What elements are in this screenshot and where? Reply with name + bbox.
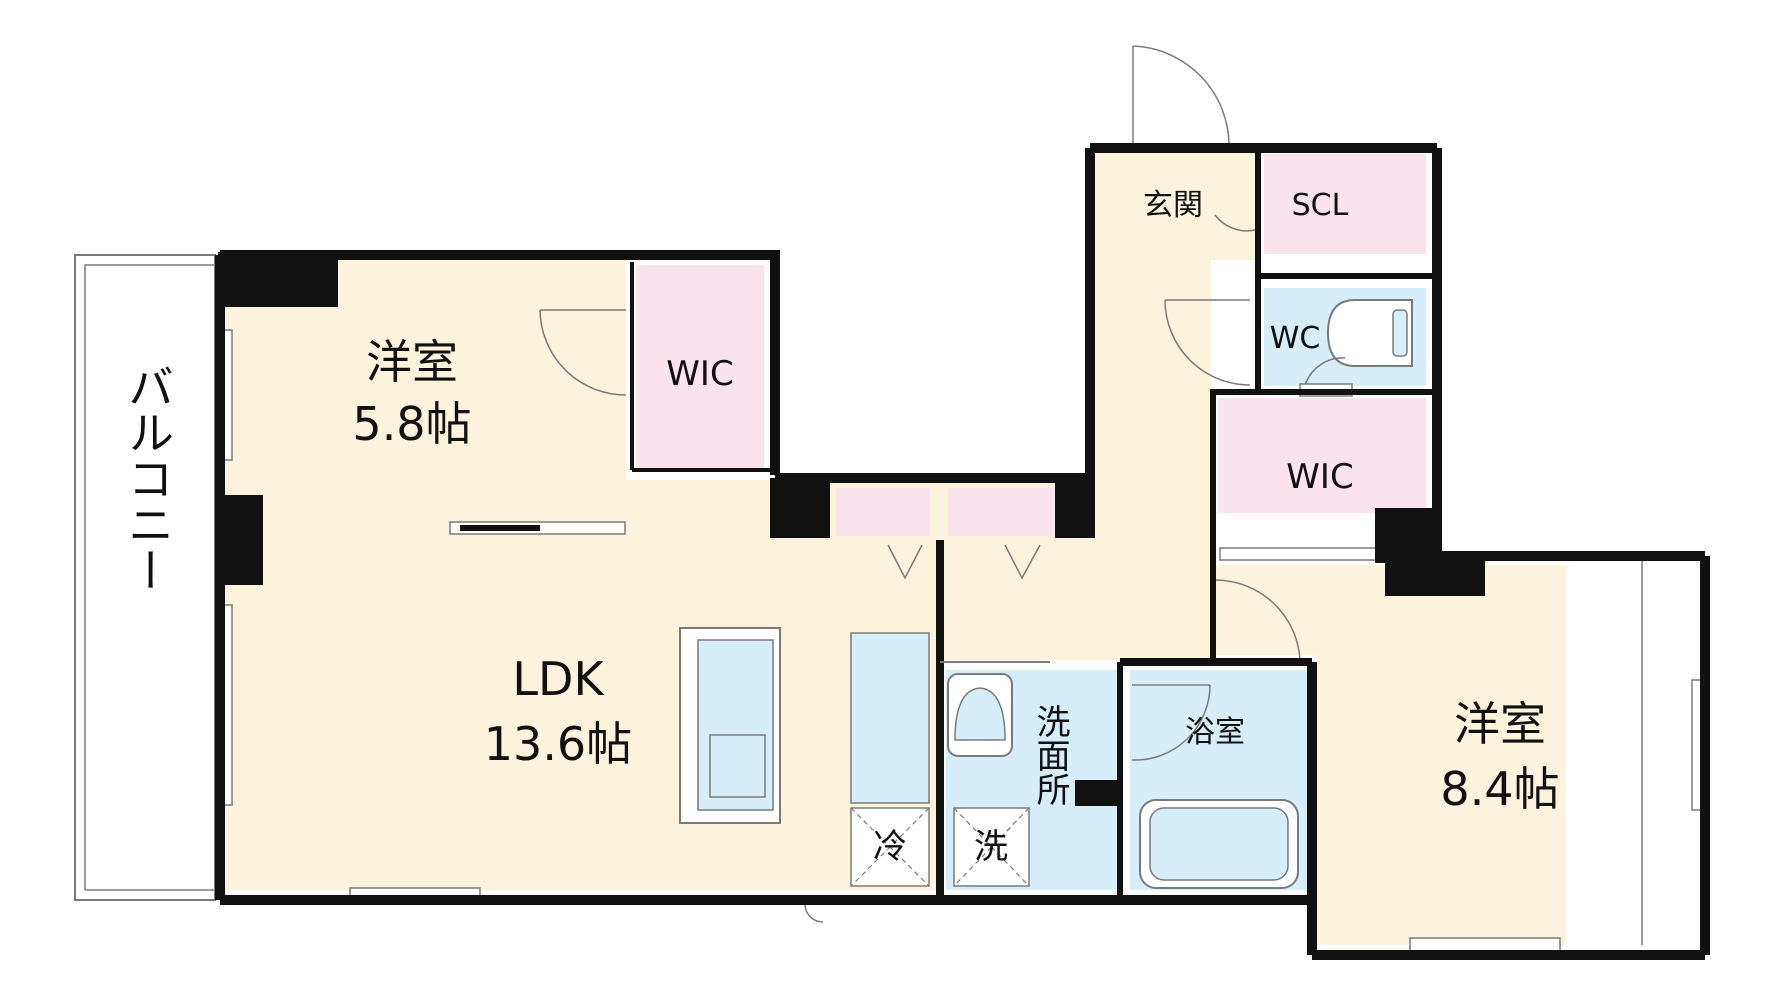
ldk-size: 13.6帖 — [484, 717, 632, 771]
wall-pillars — [218, 252, 1485, 806]
washer-label: 洗 — [974, 827, 1008, 867]
wc-label: WC — [1270, 321, 1321, 356]
floor-fills — [226, 150, 1566, 945]
fixture-crosses — [850, 807, 1030, 887]
balcony-area — [74, 254, 216, 901]
wic-1-label: WIC — [666, 354, 733, 394]
bathroom-label: 浴室 — [1185, 715, 1245, 750]
washroom-label: 洗面所 — [1030, 704, 1070, 806]
western-room-2-label: 洋室 — [1454, 697, 1546, 751]
toilet — [1326, 299, 1413, 367]
western-room-1-size: 5.8帖 — [352, 397, 471, 451]
bathtub — [1139, 799, 1299, 889]
ldk-label: LDK — [512, 652, 605, 706]
western-room-2-size: 8.4帖 — [1440, 762, 1559, 816]
wash-basin — [947, 673, 1013, 757]
wic-2-label: WIC — [1286, 457, 1353, 497]
western-room-1-label: 洋室 — [366, 335, 458, 389]
fridge-label: 冷 — [873, 827, 907, 867]
entrance-label: 玄関 — [1143, 188, 1203, 223]
room-labels: 洋室 5.8帖 WIC LDK 13.6帖 玄関 SCL WC WIC 浴室 洋… — [121, 188, 1560, 867]
scl-label: SCL — [1292, 188, 1349, 223]
balcony-label: バルコニー — [121, 363, 175, 593]
kitchen-island — [679, 627, 781, 824]
